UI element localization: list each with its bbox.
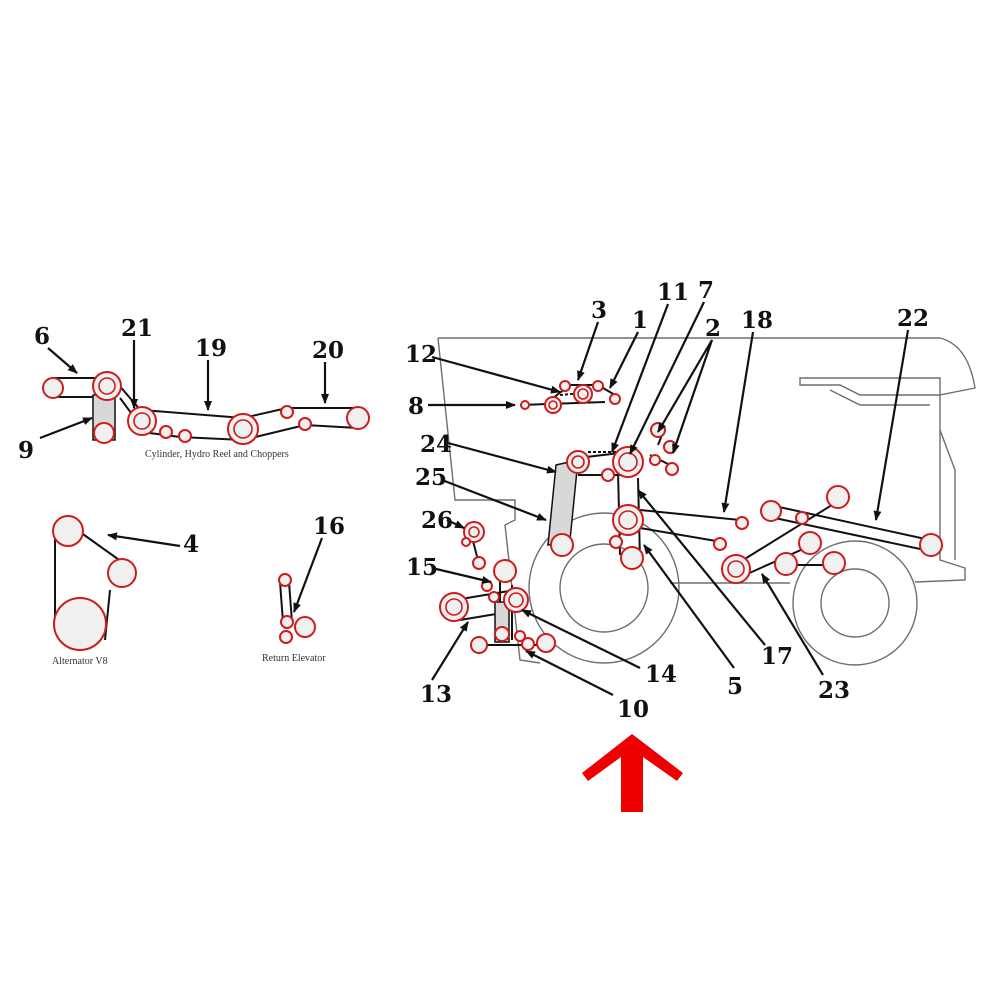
pulley <box>280 405 294 419</box>
pulley <box>52 515 84 547</box>
pulley <box>294 616 316 638</box>
pulley <box>298 417 312 431</box>
cylinder-reel-choppers-belts <box>42 371 370 445</box>
caption-return-elevator: Return Elevator <box>262 653 326 664</box>
callout-20: 20 <box>312 337 344 364</box>
callout-13: 13 <box>420 681 452 708</box>
callout-arrows <box>39 301 910 696</box>
alternator-belt <box>52 515 137 651</box>
callout-15: 15 <box>406 554 438 581</box>
callout-16: 16 <box>313 513 345 540</box>
callout-26: 26 <box>421 507 453 534</box>
pulley <box>107 558 137 588</box>
return-elevator-belt <box>278 573 316 644</box>
callout-21: 21 <box>121 315 153 342</box>
callout-1: 1 <box>632 307 648 334</box>
callout-17: 17 <box>761 643 793 670</box>
callout-2: 2 <box>705 315 721 342</box>
callout-3: 3 <box>591 297 607 324</box>
pulley <box>159 425 173 439</box>
callout-9: 9 <box>18 437 34 464</box>
pulley <box>280 615 294 629</box>
callout-6: 6 <box>34 323 50 350</box>
callout-18: 18 <box>741 307 773 334</box>
pulley <box>42 377 64 399</box>
caption-alternator: Alternator V8 <box>52 656 108 667</box>
combine-outline <box>437 337 976 664</box>
caption-cylinder: Cylinder, Hydro Reel and Choppers <box>145 449 289 460</box>
combine-pulleys <box>439 380 943 654</box>
pulley <box>92 371 122 401</box>
callout-4: 4 <box>183 531 199 558</box>
callout-24: 24 <box>420 431 452 458</box>
callout-23: 23 <box>818 677 850 704</box>
callout-labels: 6 21 19 20 9 4 16 3 1 11 7 2 18 22 12 8 … <box>18 277 929 723</box>
pulley <box>53 597 107 651</box>
callout-10: 10 <box>617 696 649 723</box>
callout-12: 12 <box>405 341 437 368</box>
callout-19: 19 <box>195 335 227 362</box>
callout-7: 7 <box>698 277 714 304</box>
callout-25: 25 <box>415 464 447 491</box>
pulley <box>227 413 259 445</box>
pulley <box>346 406 370 430</box>
rear-wheel <box>792 540 918 666</box>
pulley <box>93 422 115 444</box>
callout-14: 14 <box>645 661 677 688</box>
callout-8: 8 <box>408 393 424 420</box>
pulley <box>279 630 293 644</box>
callout-5: 5 <box>727 673 743 700</box>
front-direction-arrow <box>582 734 683 812</box>
callout-11: 11 <box>657 279 689 306</box>
callout-22: 22 <box>897 305 929 332</box>
pulley <box>278 573 292 587</box>
front-wheel <box>528 512 680 664</box>
pulley <box>178 429 192 443</box>
pulley <box>127 406 157 436</box>
